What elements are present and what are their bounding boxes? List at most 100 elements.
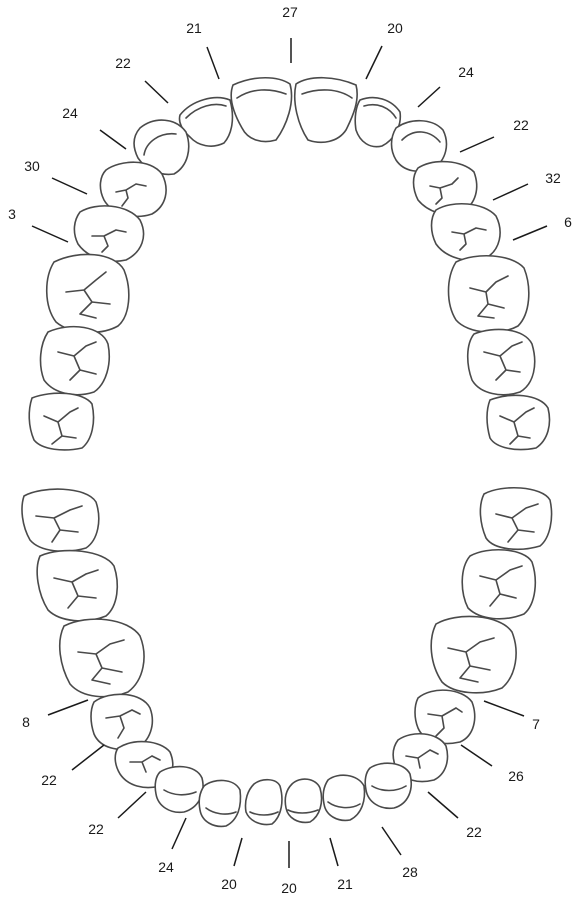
upper-second-molar-left-groove [57,341,97,381]
lower-second-molar-left [36,549,119,622]
lower-lateral-incisor-left [198,779,242,828]
upper-second-molar-left [39,325,110,396]
leader-l-left-2 [71,744,105,771]
label-l-right-3: 22 [466,824,482,840]
leader-l-right-3 [427,791,459,819]
label-u-left-1: 21 [186,20,202,36]
lower-second-molar-right-groove [479,565,523,607]
upper-central-incisor-left [230,76,293,143]
upper-first-premolar-left [99,161,167,218]
lower-second-premolar-right-groove [427,707,463,737]
leader-u-left-5 [31,225,69,243]
leader-l-left-5 [233,837,243,867]
label-u-right-5: 6 [564,214,572,230]
lower-third-molar-left [21,488,100,553]
label-l-right-5: 21 [337,876,353,892]
leader-u-left-1 [206,46,220,80]
lower-canine-left [154,765,204,814]
lower-first-premolar-left-groove [129,755,161,773]
lower-second-premolar-right [414,689,476,745]
upper-canine-left-edge [143,132,177,156]
lower-central-incisor-left [244,778,283,826]
label-l-left-3: 22 [88,821,104,837]
lower-first-molar-left [58,618,145,698]
upper-first-molar-left [45,253,130,334]
leader-u-left-3 [99,129,127,150]
label-u-left-4: 30 [24,158,40,174]
label-l-left-1: 8 [22,714,30,730]
upper-first-molar-right [447,254,530,334]
leader-l-left-1 [47,699,89,716]
lower-central-incisor-right-edge [287,809,319,814]
upper-lateral-incisor-right-edge [363,103,397,119]
label-l-mid: 20 [281,880,297,896]
label-u-right-4: 32 [545,170,561,186]
lower-canine-right-edge [371,785,407,792]
upper-second-molar-right-groove [483,341,523,381]
leader-u-left-2 [144,80,169,104]
measurement-labels: 21 27 20 22 24 24 22 30 32 3 6 8 7 22 26… [8,4,572,896]
lower-first-molar-left-groove [77,639,125,685]
upper-first-premolar-right-groove [429,177,459,205]
leader-u-right-4 [492,183,529,201]
leader-l-left-3 [117,791,147,819]
lower-lateral-incisor-left-edge [205,807,237,815]
label-u-left-5: 3 [8,206,16,222]
lower-third-molar-left-groove [35,505,83,543]
lower-first-molar-right-groove [447,637,495,683]
leader-u-right-5 [512,225,548,241]
leader-u-right-2 [417,86,441,108]
label-u-left-2: 22 [115,55,131,71]
label-l-left-4: 24 [158,859,174,875]
lower-second-molar-left-groove [53,569,99,609]
lower-lateral-incisor-right-edge [327,801,361,809]
lower-second-premolar-left-groove [105,709,141,739]
leader-lines [31,38,548,868]
upper-first-premolar-left-groove [115,183,147,207]
upper-central-incisor-right-edge [301,89,353,99]
lower-arch [21,486,553,828]
label-u-right-1: 20 [387,20,403,36]
label-l-left-5: 20 [221,876,237,892]
leader-u-right-1 [365,45,383,80]
lower-first-premolar-right-groove [405,749,439,769]
lower-central-incisor-right [284,778,323,824]
label-l-right-1: 7 [532,716,540,732]
lower-second-molar-right [461,548,537,620]
upper-third-molar-right-groove [499,407,535,445]
upper-third-molar-right [486,394,551,451]
label-u-mid: 27 [282,4,298,20]
lower-canine-right [364,762,412,810]
label-l-left-2: 22 [41,772,57,788]
leader-u-right-3 [459,136,495,153]
leader-l-right-1 [483,700,525,717]
upper-third-molar-left-groove [43,407,79,445]
upper-central-incisor-right [293,76,358,144]
lower-third-molar-right [479,486,553,551]
label-l-right-4: 28 [402,864,418,880]
lower-central-incisor-left-edge [249,811,279,816]
upper-central-incisor-left-edge [236,89,287,99]
leader-l-right-2 [460,744,493,767]
label-l-right-2: 26 [508,768,524,784]
label-u-right-3: 22 [513,117,529,133]
label-u-left-3: 24 [62,105,78,121]
upper-first-molar-left-groove [65,271,111,319]
lower-lateral-incisor-right [322,774,366,822]
lower-third-molar-right-groove [495,503,539,543]
upper-first-molar-right-groove [469,275,509,319]
leader-l-right-4 [381,826,402,856]
lower-first-molar-right [430,615,517,694]
leader-l-right-5 [329,837,339,867]
upper-third-molar-left [28,392,95,451]
lower-canine-left-edge [163,789,197,796]
upper-second-premolar-right-groove [451,227,487,251]
upper-lateral-incisor-left-edge [185,103,227,119]
upper-second-premolar-right [430,202,501,262]
upper-second-premolar-left-groove [91,229,127,253]
upper-second-molar-right [466,328,536,396]
leader-l-left-4 [171,817,187,850]
upper-canine-right-edge [401,131,441,143]
label-u-right-2: 24 [458,64,474,80]
